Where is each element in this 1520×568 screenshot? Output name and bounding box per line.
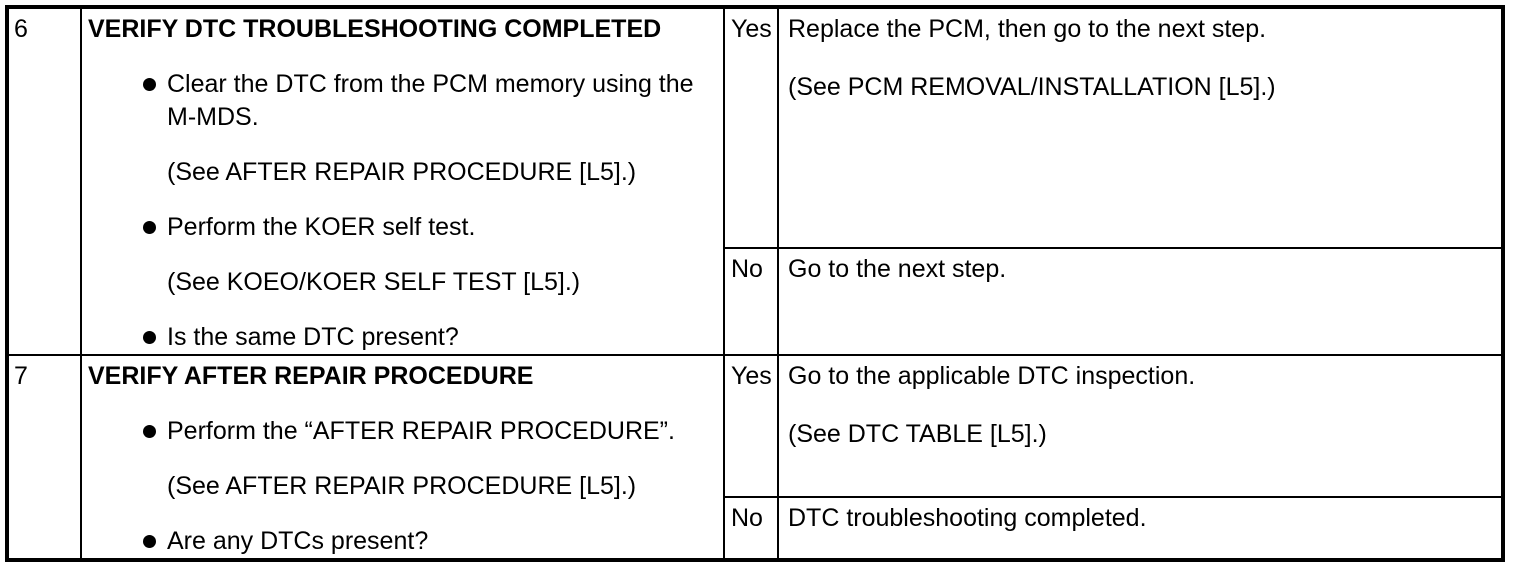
result-line: (See PCM REMOVAL/INSTALLATION [L5].) xyxy=(788,73,1276,101)
result-cell: Replace the PCM, then go to the next ste… xyxy=(779,9,1501,247)
bullet-icon xyxy=(143,78,156,91)
outcome-row-yes: Yes Go to the applicable DTC inspection.… xyxy=(725,356,1501,498)
answer-cell: No xyxy=(725,498,779,558)
table-row-step-6: 6 VERIFY DTC TROUBLESHOOTING COMPLETED C… xyxy=(9,9,1501,356)
list-item-note: (See AFTER REPAIR PROCEDURE [L5].) xyxy=(167,470,723,503)
result-cell: Go to the next step. xyxy=(779,249,1501,354)
answer-cell: No xyxy=(725,249,779,354)
action-title: VERIFY DTC TROUBLESHOOTING COMPLETED xyxy=(88,15,662,43)
outcomes-column: Yes Go to the applicable DTC inspection.… xyxy=(725,356,1501,558)
note-text: (See AFTER REPAIR PROCEDURE [L5].) xyxy=(167,158,637,186)
bullet-icon xyxy=(143,331,156,344)
list-item-text: Are any DTCs present? xyxy=(167,527,429,555)
list-item: Perform the KOER self test. xyxy=(143,211,723,244)
bullet-slot xyxy=(143,68,167,134)
bullet-slot xyxy=(143,211,167,244)
action-title: VERIFY AFTER REPAIR PROCEDURE xyxy=(88,362,534,390)
result-line: DTC troubleshooting completed. xyxy=(788,504,1147,532)
outcome-row-no: No Go to the next step. xyxy=(725,249,1501,354)
outcome-row-yes: Yes Replace the PCM, then go to the next… xyxy=(725,9,1501,249)
answer-cell: Yes xyxy=(725,356,779,496)
bullet-icon xyxy=(143,425,156,438)
list-item: Is the same DTC present? xyxy=(143,321,723,354)
list-item-note: (See KOEO/KOER SELF TEST [L5].) xyxy=(167,266,723,299)
action-cell: VERIFY DTC TROUBLESHOOTING COMPLETED Cle… xyxy=(82,9,725,354)
answer-cell: Yes xyxy=(725,9,779,247)
list-item-text: Perform the “AFTER REPAIR PROCEDURE”. xyxy=(167,417,675,445)
step-number-cell: 7 xyxy=(9,356,82,558)
bullet-icon xyxy=(143,221,156,234)
result-line: Go to the next step. xyxy=(788,255,1007,283)
table-row-step-7: 7 VERIFY AFTER REPAIR PROCEDURE Perform … xyxy=(9,356,1501,558)
list-item: Are any DTCs present? xyxy=(143,525,723,558)
list-item-text: Perform the KOER self test. xyxy=(167,213,476,241)
list-item-note: (See AFTER REPAIR PROCEDURE [L5].) xyxy=(167,156,723,189)
bullet-icon xyxy=(143,535,156,548)
list-item: Perform the “AFTER REPAIR PROCEDURE”. xyxy=(143,415,723,448)
step-number-cell: 6 xyxy=(9,9,82,354)
bullet-slot xyxy=(143,415,167,448)
list-item-text: Clear the DTC from the PCM memory using … xyxy=(167,70,694,131)
outcomes-column: Yes Replace the PCM, then go to the next… xyxy=(725,9,1501,354)
list-item-text: Is the same DTC present? xyxy=(167,323,459,351)
action-cell: VERIFY AFTER REPAIR PROCEDURE Perform th… xyxy=(82,356,725,558)
step-number: 7 xyxy=(14,362,28,390)
troubleshooting-table: 6 VERIFY DTC TROUBLESHOOTING COMPLETED C… xyxy=(5,5,1505,562)
result-cell: Go to the applicable DTC inspection. (Se… xyxy=(779,356,1501,496)
note-text: (See KOEO/KOER SELF TEST [L5].) xyxy=(167,268,581,296)
result-cell: DTC troubleshooting completed. xyxy=(779,498,1501,558)
result-line: (See DTC TABLE [L5].) xyxy=(788,420,1047,448)
list-item: Clear the DTC from the PCM memory using … xyxy=(143,68,723,134)
result-line: Go to the applicable DTC inspection. xyxy=(788,362,1196,390)
bullet-slot xyxy=(143,525,167,558)
step-number: 6 xyxy=(14,15,28,43)
bullet-slot xyxy=(143,321,167,354)
note-text: (See AFTER REPAIR PROCEDURE [L5].) xyxy=(167,472,637,500)
outcome-row-no: No DTC troubleshooting completed. xyxy=(725,498,1501,558)
result-line: Replace the PCM, then go to the next ste… xyxy=(788,15,1267,43)
